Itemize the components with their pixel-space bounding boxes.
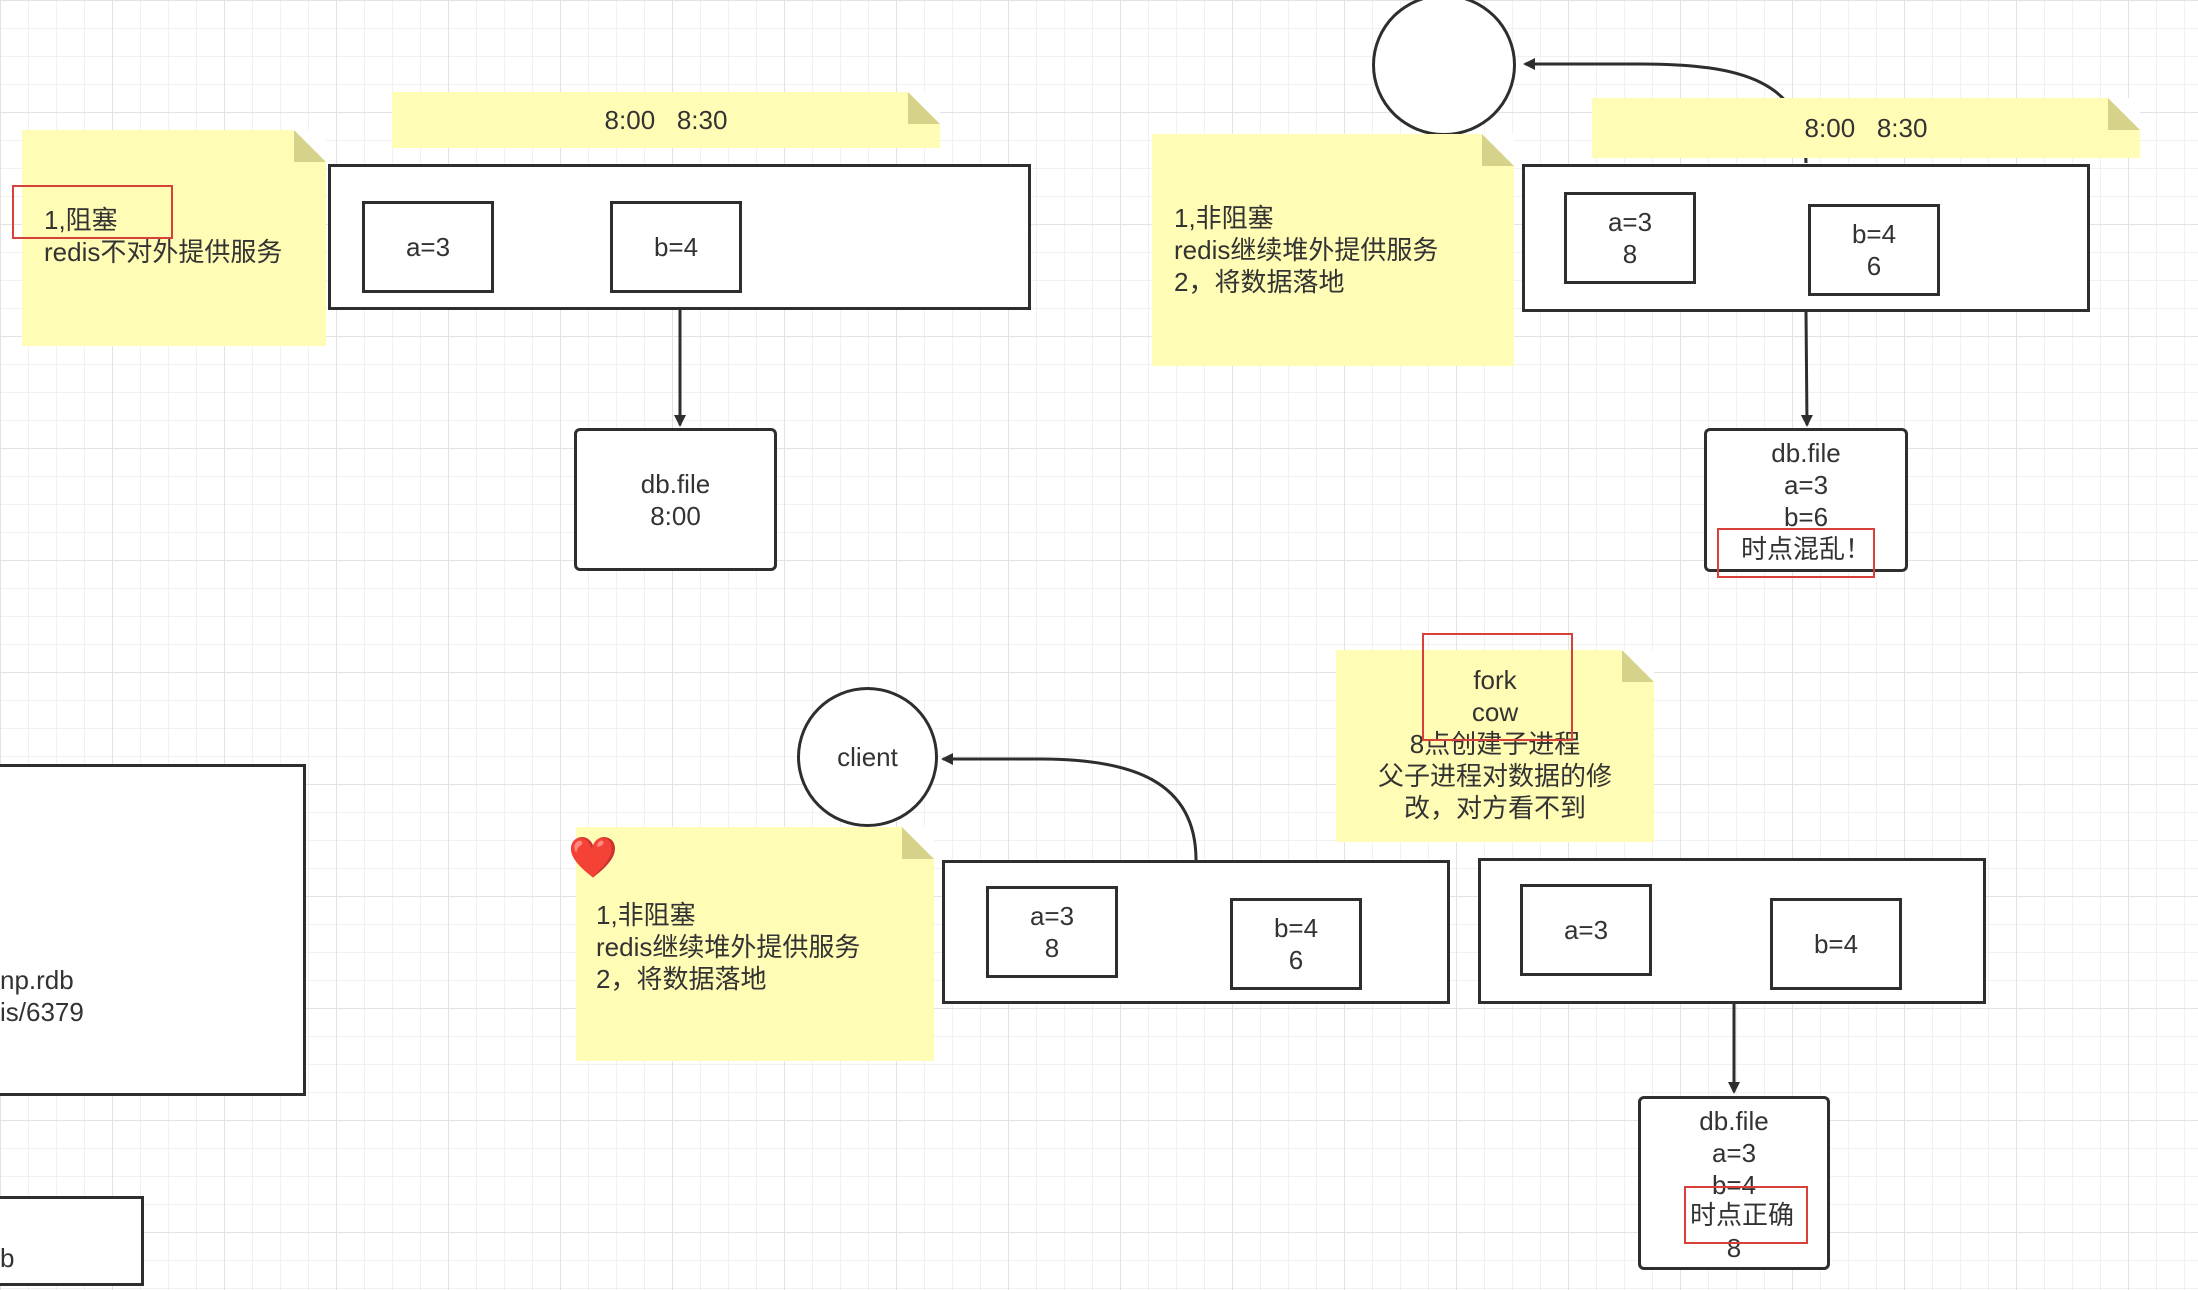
cell-b: b=4 [610, 201, 742, 293]
cell-b: b=4 6 [1230, 898, 1362, 990]
circle-node-top [1372, 0, 1516, 136]
client-node: client [797, 687, 938, 827]
time-note-1: 8:00 8:30 [392, 92, 940, 148]
cow-label: cow [1471, 697, 1519, 727]
time-label: 8:00 8:30 [1804, 113, 1928, 143]
highlight-box [1684, 1186, 1808, 1244]
highlight-box [1422, 633, 1573, 741]
note-line-4: 父子进程对数据的修 [1377, 761, 1612, 791]
fragment-text-2: is/6379 [0, 997, 84, 1027]
fragment-text-1: np.rdb [0, 965, 74, 995]
db-file-3: db.file a=3 b=4 [1638, 1096, 1830, 1270]
file-tail-value: 8 [1726, 1233, 1742, 1263]
nonblocking-note-bottom: 1,非阻塞 redis继续堆外提供服务 2，将数据落地 [576, 827, 934, 1061]
note-line-2: redis不对外提供服务 [44, 237, 283, 267]
time-label: 8:00 8:30 [604, 105, 728, 135]
note-line-2: redis继续堆外提供服务 [596, 932, 861, 962]
arrow-frame-to-client [941, 753, 1198, 861]
cell-a: a=3 8 [986, 886, 1118, 978]
partial-frame-left [0, 764, 306, 1096]
time-correct-label: 时点正确 [1689, 1200, 1794, 1230]
cell-a: a=3 8 [1564, 192, 1696, 284]
cell-b: b=4 [1770, 898, 1902, 990]
note-line-2: redis继续堆外提供服务 [1174, 235, 1439, 265]
heart-icon: ❤️ [568, 836, 618, 880]
highlight-box [1717, 528, 1875, 578]
note-line-1: 1,阻塞 [44, 205, 118, 235]
fork-label: fork [1473, 665, 1517, 695]
fragment-text-3: b [0, 1243, 15, 1273]
cell-a: a=3 [1520, 884, 1652, 976]
note-line-3: 2，将数据落地 [1174, 267, 1345, 297]
note-line-3: 2，将数据落地 [596, 964, 767, 994]
note-line-3: 8点创建子进程 [1409, 729, 1581, 759]
note-line-1: 1,非阻塞 [596, 900, 696, 930]
time-note-2: 8:00 8:30 [1592, 98, 2140, 158]
partial-frame-left-bottom [0, 1196, 144, 1286]
db-file-1: db.file 8:00 [574, 428, 777, 571]
arrow-frame-to-file-2 [1800, 310, 1813, 427]
time-confusion-label: 时点混乱！ [1740, 534, 1871, 564]
note-line-5: 改，对方看不到 [1403, 793, 1586, 823]
fork-note: fork cow 8点创建子进程 父子进程对数据的修 改，对方看不到 [1336, 650, 1654, 842]
highlight-box [12, 185, 173, 239]
cell-b: b=4 6 [1808, 204, 1940, 296]
nonblocking-note-top: 1,非阻塞 redis继续堆外提供服务 2，将数据落地 [1152, 134, 1514, 366]
note-line-1: 1,非阻塞 [1174, 203, 1274, 233]
cell-a: a=3 [362, 201, 494, 293]
